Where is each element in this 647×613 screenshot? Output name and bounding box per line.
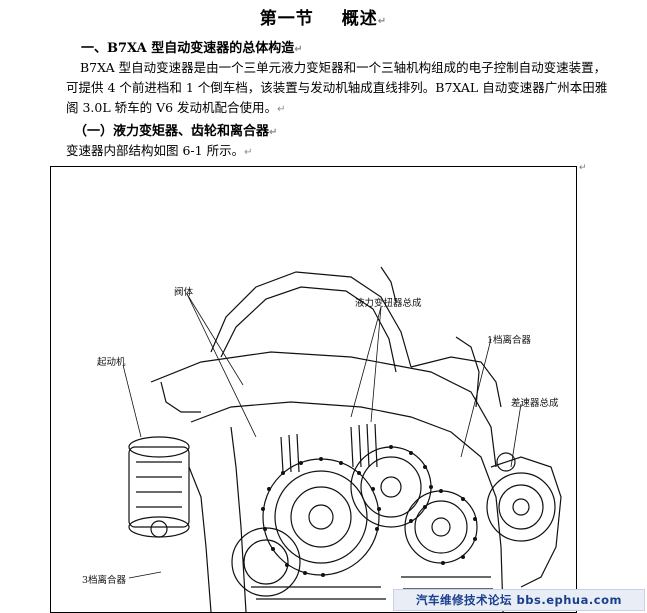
label-valve-body: 阀体 (174, 287, 194, 298)
body-paragraph: B7XA 型自动变速器是由一个三单元液力变矩器和一个三轴机构组成的电子控制自动变… (66, 58, 611, 120)
body-paragraph-text: B7XA 型自动变速器是由一个三单元液力变矩器和一个三轴机构组成的电子控制自动变… (66, 60, 608, 115)
transmission-cutaway-figure: 阀体 液力变扭器总成 起动机 1档离合器 差速器总成 3档离合器 (50, 166, 577, 613)
heading-torque-converter-text: （一）液力变矩器、齿轮和离合器 (74, 124, 270, 139)
figure-reference-line: 变速器内部结构如图 6-1 所示。↵ (66, 140, 252, 159)
heading-torque-converter-gears-clutches: （一）液力变矩器、齿轮和离合器↵ (74, 120, 277, 139)
label-differential: 差速器总成 (511, 398, 559, 409)
paragraph-mark: ↵ (269, 127, 278, 138)
transmission-drawing (122, 266, 562, 612)
section-title: 第一节 概述↵ (0, 4, 647, 29)
label-torque-converter: 液力变扭器总成 (355, 298, 422, 309)
paragraph-mark: ↵ (277, 104, 286, 115)
forum-watermark: 汽车维修技术论坛 bbs.ephua.com (393, 589, 645, 611)
figure-paragraph-mark: ↵ (579, 163, 587, 173)
heading-overall-structure: 一、B7XA 型自动变速器的总体构造↵ (81, 37, 303, 56)
label-1st-clutch: 1档离合器 (487, 335, 532, 346)
section-title-text: 概述 (341, 9, 378, 29)
label-starter: 起动机 (97, 357, 126, 368)
section-title-number: 第一节 (259, 9, 314, 29)
paragraph-mark: ↵ (244, 147, 253, 158)
paragraph-mark: ↵ (377, 16, 388, 27)
label-3rd-clutch: 3档离合器 (82, 575, 127, 586)
figure-reference-text: 变速器内部结构如图 6-1 所示。 (66, 143, 245, 158)
paragraph-mark: ↵ (294, 44, 303, 55)
heading-overall-structure-text: 一、B7XA 型自动变速器的总体构造 (81, 41, 295, 56)
